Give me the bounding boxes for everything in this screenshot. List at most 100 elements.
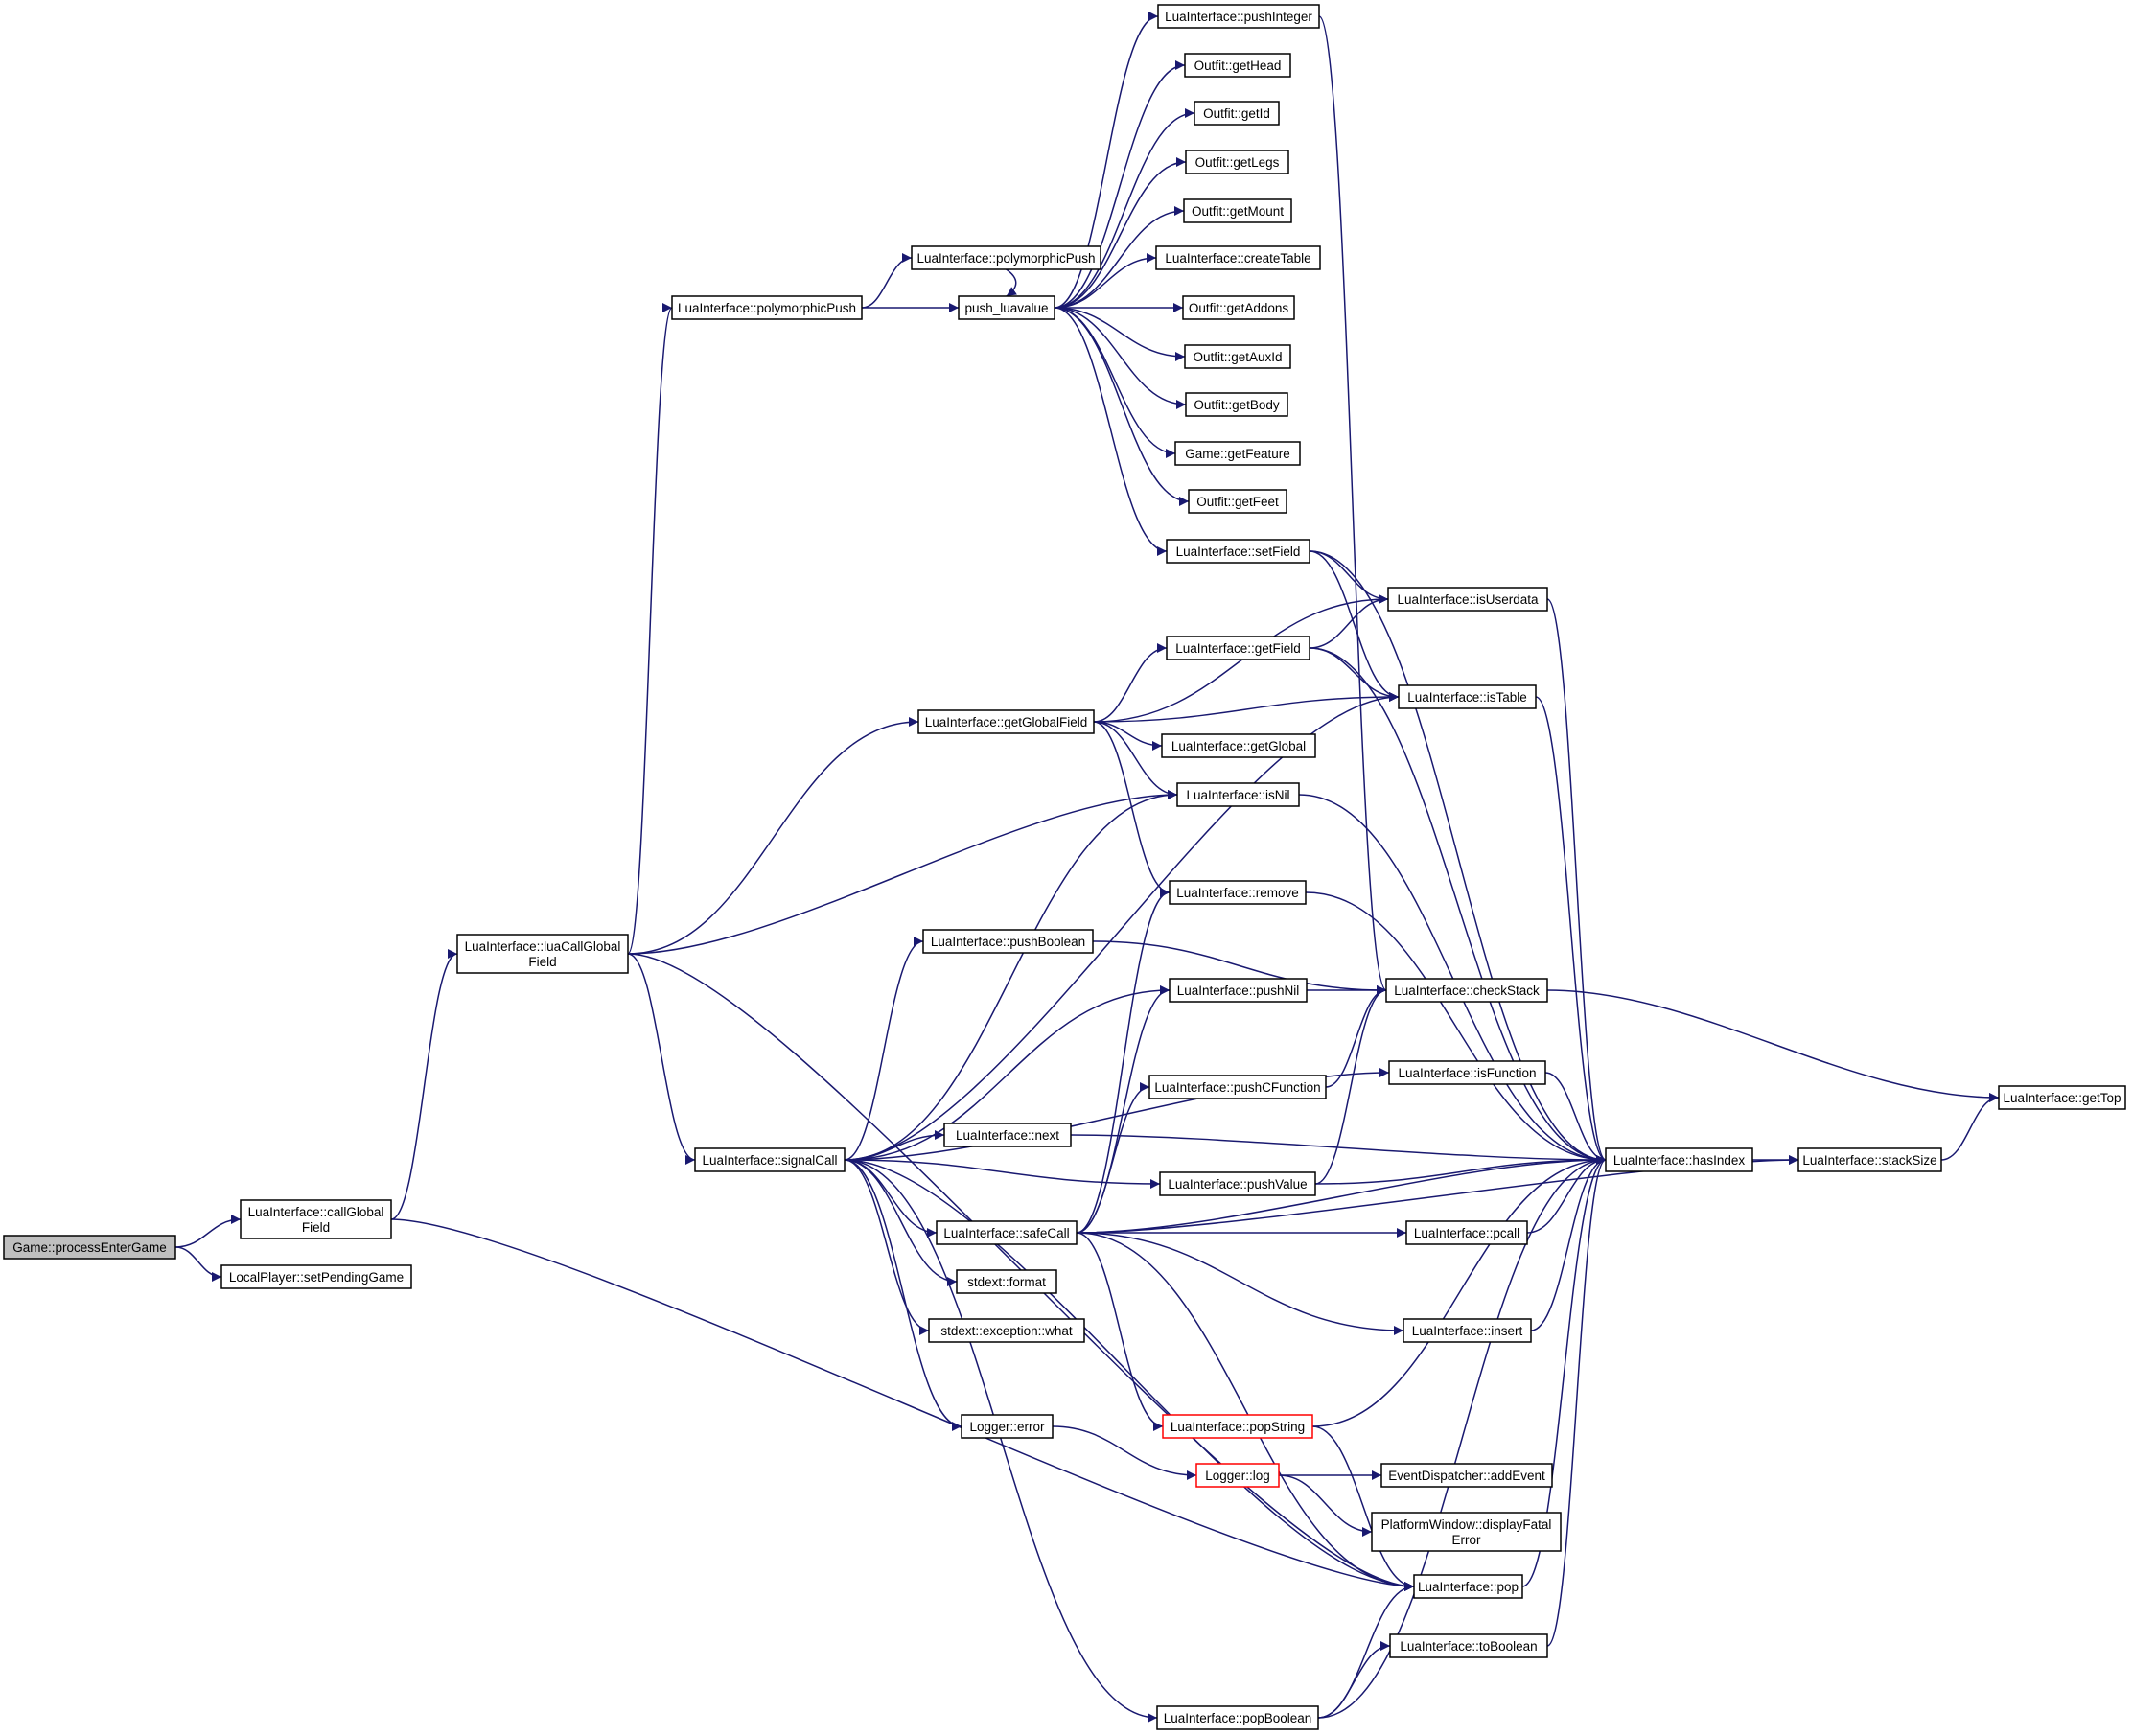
node-box-getTop[interactable] (1998, 1085, 2126, 1110)
node-box-safeCall[interactable] (936, 1220, 1078, 1245)
node-box-pushValue[interactable] (1159, 1171, 1316, 1196)
node-pushBoolean[interactable]: LuaInterface::pushBoolean (922, 929, 1094, 954)
node-popString[interactable]: LuaInterface::popString (1162, 1414, 1313, 1439)
node-isUserdata[interactable]: LuaInterface::isUserdata (1387, 587, 1548, 612)
node-box-pcall[interactable] (1405, 1220, 1528, 1245)
node-getGlobal[interactable]: LuaInterface::getGlobal (1161, 733, 1316, 758)
node-box-remove[interactable] (1169, 880, 1307, 905)
node-getTop[interactable]: LuaInterface::getTop (1998, 1085, 2126, 1110)
node-box-getId[interactable] (1194, 101, 1280, 126)
node-box-popString[interactable] (1162, 1414, 1313, 1439)
node-pcall[interactable]: LuaInterface::pcall (1405, 1220, 1528, 1245)
node-getAddons[interactable]: Outfit::getAddons (1182, 295, 1295, 320)
node-signalCall[interactable]: LuaInterface::signalCall (694, 1147, 846, 1172)
node-isTable[interactable]: LuaInterface::isTable (1398, 684, 1537, 709)
node-box-pushCFunction[interactable] (1148, 1075, 1327, 1099)
node-box-isTable[interactable] (1398, 684, 1537, 709)
node-stackSize[interactable]: LuaInterface::stackSize (1797, 1147, 1942, 1172)
node-getBody[interactable]: Outfit::getBody (1185, 392, 1288, 417)
node-box-format[interactable] (956, 1269, 1057, 1294)
node-getFeature[interactable]: Game::getFeature (1174, 441, 1301, 466)
node-safeCall[interactable]: LuaInterface::safeCall (936, 1220, 1078, 1245)
node-box-setField[interactable] (1166, 539, 1310, 564)
node-box-push_luavalue[interactable] (958, 295, 1055, 320)
node-getMount[interactable]: Outfit::getMount (1183, 198, 1292, 223)
node-pushValue[interactable]: LuaInterface::pushValue (1159, 1171, 1316, 1196)
node-box-getFeature[interactable] (1174, 441, 1301, 466)
node-pop[interactable]: LuaInterface::pop (1413, 1574, 1523, 1599)
node-checkStack[interactable]: LuaInterface::checkStack (1385, 978, 1548, 1003)
node-box-processEnterGame[interactable] (3, 1235, 176, 1260)
node-box-setPendingGame[interactable] (220, 1264, 412, 1289)
node-setField[interactable]: LuaInterface::setField (1166, 539, 1310, 564)
node-box-pop[interactable] (1413, 1574, 1523, 1599)
node-box-getLegs[interactable] (1185, 150, 1289, 174)
node-box-next[interactable] (943, 1123, 1072, 1147)
node-box-getBody[interactable] (1185, 392, 1288, 417)
node-box-getGlobal[interactable] (1161, 733, 1316, 758)
node-box-isUserdata[interactable] (1387, 587, 1548, 612)
node-box-addEvent[interactable] (1380, 1463, 1553, 1488)
node-box-getField[interactable] (1166, 636, 1310, 660)
node-box-displayFatalError[interactable] (1371, 1512, 1562, 1552)
node-hasIndex[interactable]: LuaInterface::hasIndex (1605, 1147, 1753, 1172)
node-error[interactable]: Logger::error (961, 1414, 1054, 1439)
node-getField[interactable]: LuaInterface::getField (1166, 636, 1310, 660)
node-getId[interactable]: Outfit::getId (1194, 101, 1280, 126)
node-box-polymorphicPushB[interactable] (671, 295, 863, 320)
node-getGlobalField[interactable]: LuaInterface::getGlobalField (917, 709, 1095, 734)
node-next[interactable]: LuaInterface::next (943, 1123, 1072, 1147)
node-isFunction[interactable]: LuaInterface::isFunction (1388, 1060, 1546, 1085)
node-box-isNil[interactable] (1176, 782, 1300, 807)
node-box-polymorphicPushA[interactable] (911, 245, 1101, 270)
node-log[interactable]: Logger::log (1195, 1463, 1280, 1488)
node-box-toBoolean[interactable] (1389, 1633, 1548, 1658)
node-push_luavalue[interactable]: push_luavalue (958, 295, 1055, 320)
node-box-luaCallGlobalField[interactable] (456, 934, 629, 974)
node-box-what[interactable] (928, 1318, 1085, 1343)
node-box-getAddons[interactable] (1182, 295, 1295, 320)
node-box-isFunction[interactable] (1388, 1060, 1546, 1085)
node-box-pushInteger[interactable] (1157, 4, 1320, 29)
node-box-insert[interactable] (1403, 1318, 1532, 1343)
node-insert[interactable]: LuaInterface::insert (1403, 1318, 1532, 1343)
node-pushInteger[interactable]: LuaInterface::pushInteger (1157, 4, 1320, 29)
node-what[interactable]: stdext::exception::what (928, 1318, 1085, 1343)
node-box-signalCall[interactable] (694, 1147, 846, 1172)
node-polymorphicPushB[interactable]: LuaInterface::polymorphicPush (671, 295, 863, 320)
node-box-popBoolean[interactable] (1156, 1705, 1319, 1730)
node-box-createTable[interactable] (1155, 245, 1321, 270)
node-setPendingGame[interactable]: LocalPlayer::setPendingGame (220, 1264, 412, 1289)
node-polymorphicPushA[interactable]: LuaInterface::polymorphicPush (911, 245, 1101, 270)
node-remove[interactable]: LuaInterface::remove (1169, 880, 1307, 905)
node-toBoolean[interactable]: LuaInterface::toBoolean (1389, 1633, 1548, 1658)
node-getLegs[interactable]: Outfit::getLegs (1185, 150, 1289, 174)
node-box-checkStack[interactable] (1385, 978, 1548, 1003)
node-box-error[interactable] (961, 1414, 1054, 1439)
node-box-hasIndex[interactable] (1605, 1147, 1753, 1172)
node-box-callGlobalField[interactable] (240, 1199, 392, 1239)
node-box-getGlobalField[interactable] (917, 709, 1095, 734)
node-createTable[interactable]: LuaInterface::createTable (1155, 245, 1321, 270)
node-getAuxId[interactable]: Outfit::getAuxId (1184, 344, 1291, 369)
node-isNil[interactable]: LuaInterface::isNil (1176, 782, 1300, 807)
node-box-getFeet[interactable] (1188, 489, 1287, 514)
node-addEvent[interactable]: EventDispatcher::addEvent (1380, 1463, 1553, 1488)
node-getHead[interactable]: Outfit::getHead (1184, 53, 1291, 78)
node-pushCFunction[interactable]: LuaInterface::pushCFunction (1148, 1075, 1327, 1099)
node-processEnterGame[interactable]: Game::processEnterGame (3, 1235, 176, 1260)
node-box-getAuxId[interactable] (1184, 344, 1291, 369)
node-box-log[interactable] (1195, 1463, 1280, 1488)
node-getFeet[interactable]: Outfit::getFeet (1188, 489, 1287, 514)
node-format[interactable]: stdext::format (956, 1269, 1057, 1294)
node-pushNil[interactable]: LuaInterface::pushNil (1169, 978, 1308, 1003)
node-box-stackSize[interactable] (1797, 1147, 1942, 1172)
node-box-getMount[interactable] (1183, 198, 1292, 223)
node-box-pushBoolean[interactable] (922, 929, 1094, 954)
node-box-pushNil[interactable] (1169, 978, 1308, 1003)
node-popBoolean[interactable]: LuaInterface::popBoolean (1156, 1705, 1319, 1730)
node-box-getHead[interactable] (1184, 53, 1291, 78)
